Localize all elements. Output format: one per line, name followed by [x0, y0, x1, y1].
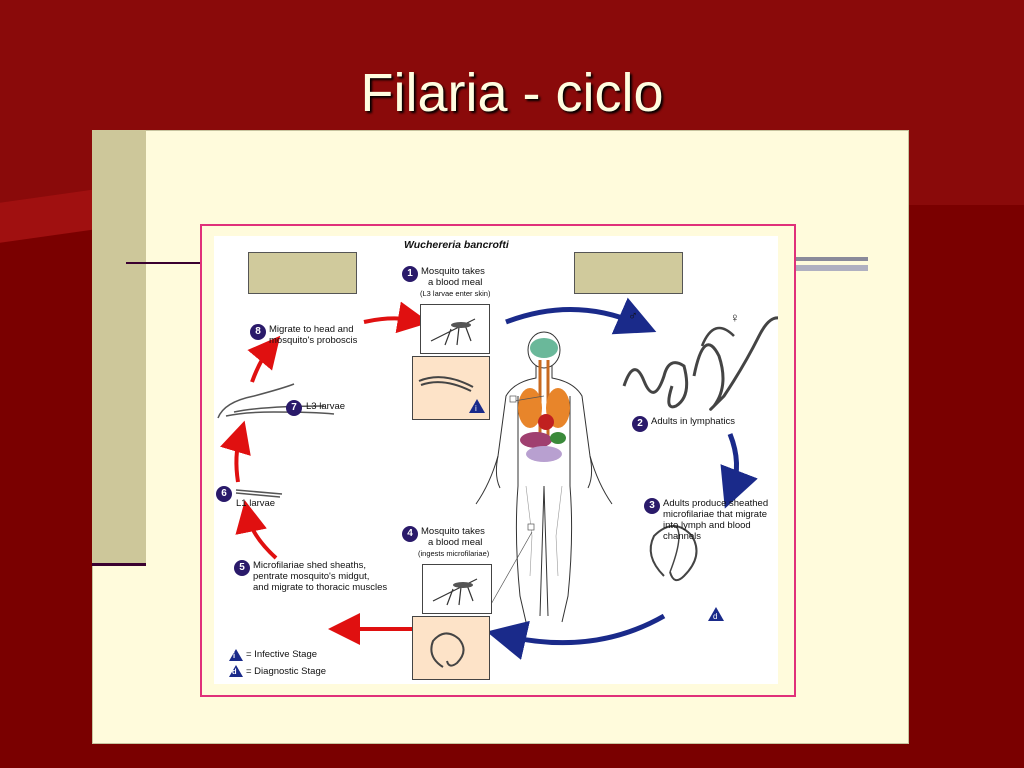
step-1-line2: a blood meal	[428, 277, 483, 288]
diagnostic-symbol: d	[232, 667, 237, 676]
step-3-line1: Adults produce sheathed	[663, 498, 769, 509]
step-8-badge: 8	[250, 324, 266, 340]
arrow-6-to-7	[220, 420, 251, 483]
stomach	[550, 432, 566, 444]
step-8-line1: Migrate to head and	[269, 324, 354, 335]
l1-larvae	[235, 489, 283, 498]
legend-diagnostic: = Diagnostic Stage	[246, 666, 327, 677]
microfilaria-3	[649, 525, 698, 582]
lungs-left	[518, 388, 542, 428]
infective-symbol: i	[233, 651, 236, 660]
arrow-5-to-6	[235, 500, 278, 560]
step-4-note: (ingests microfilariae)	[418, 549, 490, 558]
step-3-line3: into lymph and blood	[663, 520, 751, 531]
decorative-line-left	[126, 262, 216, 264]
step-1-badge: 1	[402, 266, 418, 282]
infective-larva-image: i	[412, 356, 490, 420]
arrow-3-to-4	[486, 613, 666, 660]
life-cycle-diagram: Wuchereria bancrofti 1 Mosquito takes a …	[214, 236, 778, 684]
step-7-line1: L3 larvae	[306, 401, 346, 412]
step-8-line2: mosquito's proboscis	[269, 335, 358, 346]
step-3-badge: 3	[644, 498, 660, 514]
mosquito-bite-image-1	[420, 304, 490, 354]
step-5-line1: Microfilariae shed sheaths,	[253, 560, 366, 571]
decorative-bar-end	[92, 563, 146, 566]
arrow-8-to-1	[363, 301, 430, 334]
step-2-line1: Adults in lymphatics	[651, 416, 735, 427]
label-box-left	[248, 252, 357, 294]
microfilaria-image-4	[412, 616, 490, 680]
decorative-line-right-2	[778, 265, 868, 271]
decorative-side-bar	[92, 130, 146, 566]
adult-worm-female	[692, 316, 778, 411]
diagnostic-icon-3: d	[708, 607, 724, 621]
lymph-lines	[525, 485, 563, 577]
male-symbol: ♂	[628, 308, 638, 323]
step-4-line2: a blood meal	[428, 537, 483, 548]
diagram-graphics	[217, 297, 778, 660]
step-2-badge: 2	[632, 416, 648, 432]
arrow-7-to-8	[247, 335, 281, 383]
step-6-badge: 6	[216, 486, 232, 502]
svg-text:d: d	[713, 612, 717, 621]
arrow-2-to-3	[720, 433, 758, 509]
female-symbol: ♀	[730, 310, 740, 325]
infective-stage-icon	[229, 649, 243, 661]
step-3-line4: channels	[663, 531, 702, 542]
step-7-badge: 7	[286, 400, 302, 416]
step-4-badge: 4	[402, 526, 418, 542]
step-6-line1: L1 larvae	[236, 498, 276, 509]
step-4-line1: Mosquito takes	[421, 526, 485, 537]
arrow-1-to-2	[505, 297, 657, 335]
adult-worm-male	[622, 361, 689, 409]
svg-text:i: i	[475, 404, 477, 413]
liver	[520, 432, 552, 448]
step-1-line1: Mosquito takes	[421, 266, 485, 277]
decorative-line-right	[778, 257, 868, 261]
legend-infective: = Infective Stage	[246, 649, 318, 660]
intestines	[526, 446, 562, 462]
l3-larvae	[217, 383, 335, 419]
human-figure	[475, 331, 613, 623]
step-5-badge: 5	[234, 560, 250, 576]
diagnostic-stage-icon	[229, 665, 243, 677]
step-5-line2: pentrate mosquito's midgut,	[253, 571, 370, 582]
step-3-line2: microfilariae that migrate	[663, 509, 768, 520]
label-box-right	[574, 252, 683, 294]
step-5-line3: and migrate to thoracic muscles	[253, 582, 388, 593]
mosquito-bite-image-4	[422, 564, 492, 614]
heart	[538, 414, 554, 430]
step-1-note: (L3 larvae enter skin)	[420, 289, 491, 298]
brain	[530, 338, 558, 358]
species-name: Wuchereria bancrofti	[404, 239, 509, 251]
slide-title: Filaria - ciclo	[360, 63, 664, 123]
